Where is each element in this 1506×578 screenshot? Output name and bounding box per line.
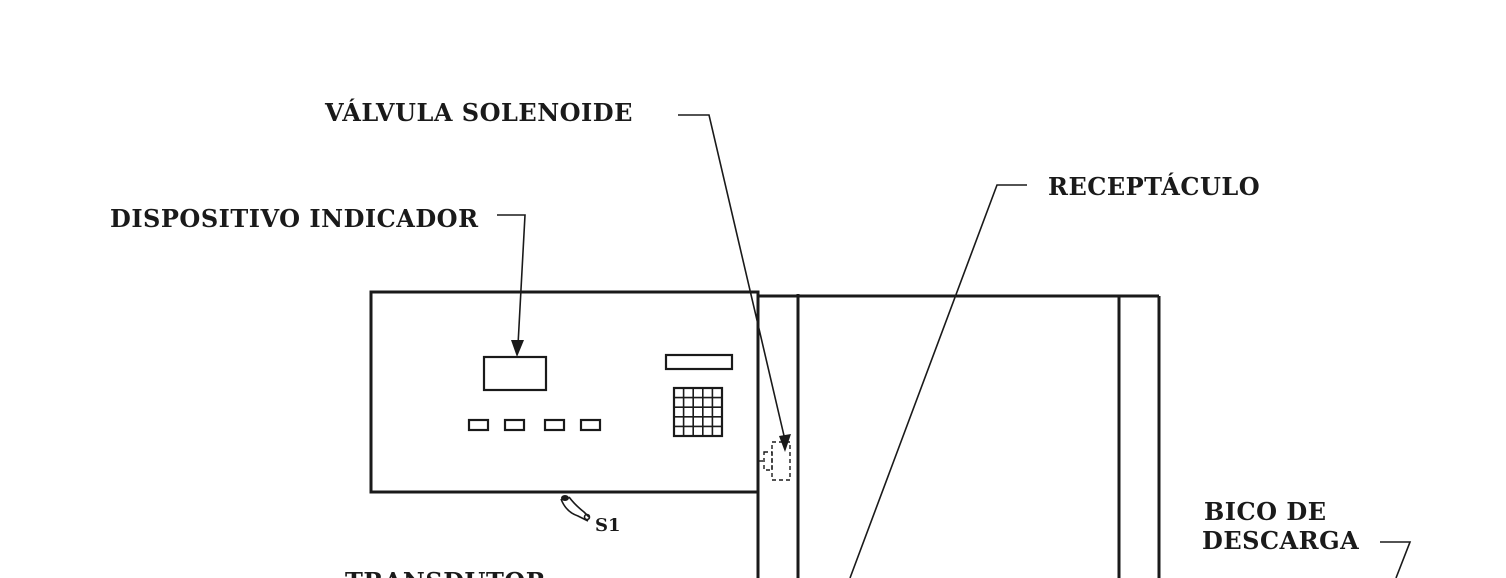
panel-button-1 bbox=[467, 418, 490, 432]
panel-button-3 bbox=[543, 418, 566, 432]
leader-indicator-device-arrow bbox=[511, 340, 524, 357]
label-indicator-device: DISPOSITIVO INDICADOR bbox=[110, 204, 479, 233]
label-s1: S1 bbox=[595, 515, 621, 536]
panel-button-2 bbox=[503, 418, 526, 432]
indicator-display bbox=[482, 355, 548, 392]
panel-button-4 bbox=[579, 418, 602, 432]
leader-receptacle bbox=[849, 184, 1027, 578]
leader-solenoid-valve bbox=[678, 114, 786, 441]
label-discharge-nozzle-line1: BICO DE bbox=[1204, 497, 1326, 526]
leader-indicator-device bbox=[497, 214, 526, 346]
leader-solenoid-valve-arrow bbox=[779, 434, 791, 452]
leader-discharge-nozzle bbox=[1380, 541, 1412, 578]
label-transducer: TRANSDUTOR bbox=[345, 567, 547, 578]
card-slot bbox=[664, 353, 734, 371]
control-panel-box bbox=[369, 290, 760, 494]
sensor-s1 bbox=[560, 495, 591, 522]
label-receptacle: RECEPTÁCULO bbox=[1048, 172, 1260, 201]
solenoid-valve bbox=[759, 441, 791, 481]
keypad bbox=[672, 386, 724, 438]
label-discharge-nozzle-line2: DESCARGA bbox=[1202, 526, 1359, 555]
label-solenoid-valve: VÁLVULA SOLENOIDE bbox=[324, 98, 633, 127]
